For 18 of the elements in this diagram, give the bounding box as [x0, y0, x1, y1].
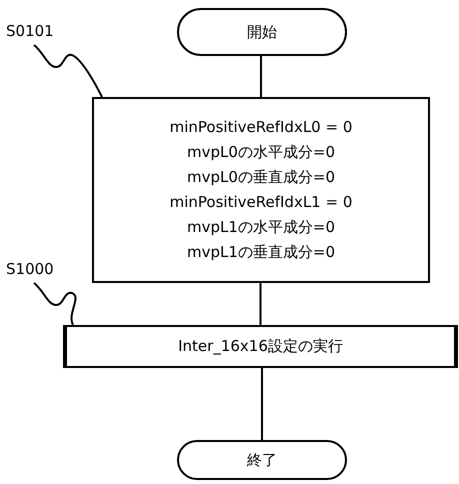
step-text: mvpL1の水平成分=0: [186, 217, 336, 238]
step-label: S1000: [6, 258, 68, 280]
connector-line: [260, 283, 262, 325]
step-label: S0101: [6, 20, 68, 42]
terminal-text: 終了: [247, 450, 277, 470]
connector-line: [261, 368, 263, 440]
terminal-text: 開始: [247, 22, 277, 42]
step-text: minPositiveRefIdxL0 = 0: [170, 117, 352, 138]
process-box: [92, 97, 430, 283]
step-text: minPositiveRefIdxL1 = 0: [170, 192, 352, 213]
step-text: mvpL1の垂直成分=0: [186, 242, 336, 263]
leader-line: [33, 282, 76, 326]
connector-line: [260, 56, 262, 97]
step-text: mvpL0の垂直成分=0: [186, 167, 336, 188]
subroutine-box: [63, 325, 458, 368]
leader-line: [33, 44, 103, 98]
step-text: Inter_16x16設定の実行: [178, 336, 343, 357]
step-text: mvpL0の水平成分=0: [186, 142, 336, 163]
